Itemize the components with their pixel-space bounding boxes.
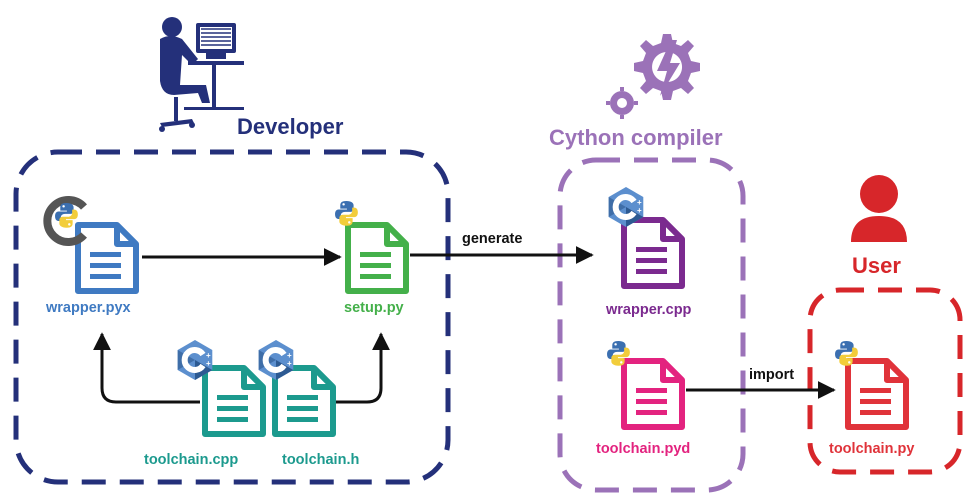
import-edge-label: import — [749, 367, 795, 383]
toolchain-pyd-label: toolchain.pyd — [596, 441, 691, 457]
setup-py-label: setup.py — [344, 300, 404, 316]
toolchain-py-file-icon — [845, 358, 909, 430]
user-group-label: User — [852, 253, 901, 278]
toolchain-pyd-file-icon — [621, 358, 685, 430]
generate-edge-label: generate — [462, 231, 523, 247]
compiler-group-label: Cython compiler — [549, 125, 723, 150]
arrow-sources-to-setup — [332, 332, 390, 404]
compiler-group-box — [557, 157, 746, 493]
toolchain-py-label: toolchain.py — [829, 441, 915, 457]
setup-py-file-icon — [345, 222, 409, 294]
toolchain-cpp-file-icon — [202, 365, 266, 437]
toolchain-cpp-label: toolchain.cpp — [144, 452, 239, 468]
gear-lightning-icon — [606, 34, 700, 119]
user-group-box — [807, 287, 963, 475]
developer-group-label: Developer — [237, 114, 344, 139]
developer-group-box — [13, 149, 451, 485]
cython-python-icon — [43, 196, 87, 246]
wrapper-cpp-file-icon — [621, 217, 685, 289]
wrapper-cpp-label: wrapper.cpp — [606, 302, 692, 318]
toolchain-h-label: toolchain.h — [282, 452, 360, 468]
wrapper-pyx-label: wrapper.pyx — [46, 300, 131, 316]
wrapper-pyx-file-icon — [75, 222, 139, 294]
python-icon — [335, 201, 358, 226]
arrow-sources-to-pyx — [93, 332, 200, 404]
toolchain-h-file-icon — [272, 365, 336, 437]
developer-at-computer-icon — [159, 17, 244, 132]
user-person-icon — [851, 175, 907, 242]
